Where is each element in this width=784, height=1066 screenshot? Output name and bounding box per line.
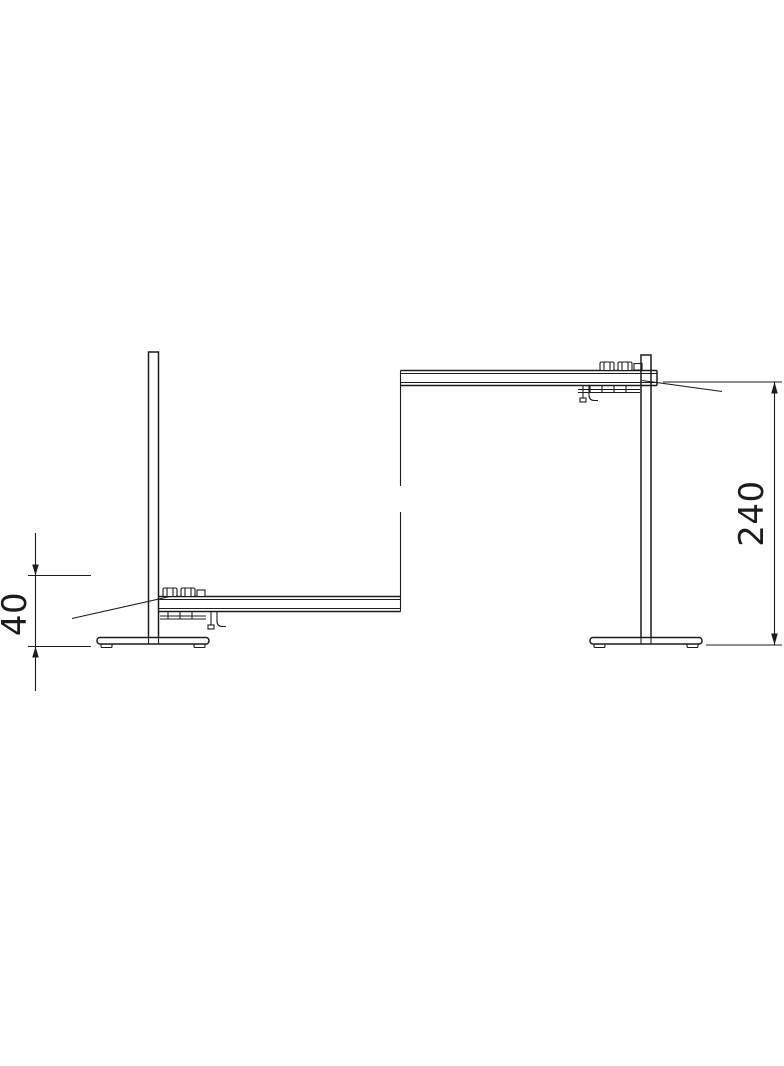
left-mounting-hardware	[160, 587, 226, 630]
dimension-240-arrow-bottom	[771, 633, 778, 645]
left-foot-right	[193, 643, 206, 649]
right-clamp-block	[633, 362, 643, 371]
dimension-240-label: 240	[732, 480, 772, 546]
left-post	[147, 351, 160, 637]
left-hook	[216, 611, 226, 628]
right-clamp-1	[599, 361, 615, 372]
left-clamp-1	[162, 587, 178, 598]
left-rail-profile	[158, 595, 401, 613]
left-bolt-head	[207, 624, 215, 630]
left-foot-left	[100, 643, 113, 649]
left-leg-assembly	[96, 351, 210, 649]
left-clamp-block	[196, 589, 206, 598]
dimension-40-arrow-top	[32, 564, 39, 576]
right-clamp-2	[617, 361, 633, 372]
right-bolt-head	[579, 397, 587, 403]
right-foot-left	[593, 643, 606, 649]
right-rail-profile	[400, 369, 658, 387]
right-post	[640, 354, 652, 637]
dimension-240: 240	[663, 381, 782, 646]
dimension-40-label: 40	[0, 592, 35, 636]
left-base-plate	[96, 636, 210, 649]
dimension-240-arrow-top	[771, 382, 778, 394]
left-leader-line	[71, 595, 171, 620]
right-mounting-hardware	[578, 361, 643, 403]
dimension-40-arrow-bottom	[32, 646, 39, 658]
left-clamp-2	[180, 587, 196, 598]
dimension-40: 40	[0, 533, 91, 691]
right-foot-right	[686, 643, 699, 649]
right-leader-line	[641, 379, 723, 393]
right-leg-assembly	[589, 354, 703, 649]
right-base-plate	[589, 636, 703, 649]
right-hook	[588, 385, 598, 402]
